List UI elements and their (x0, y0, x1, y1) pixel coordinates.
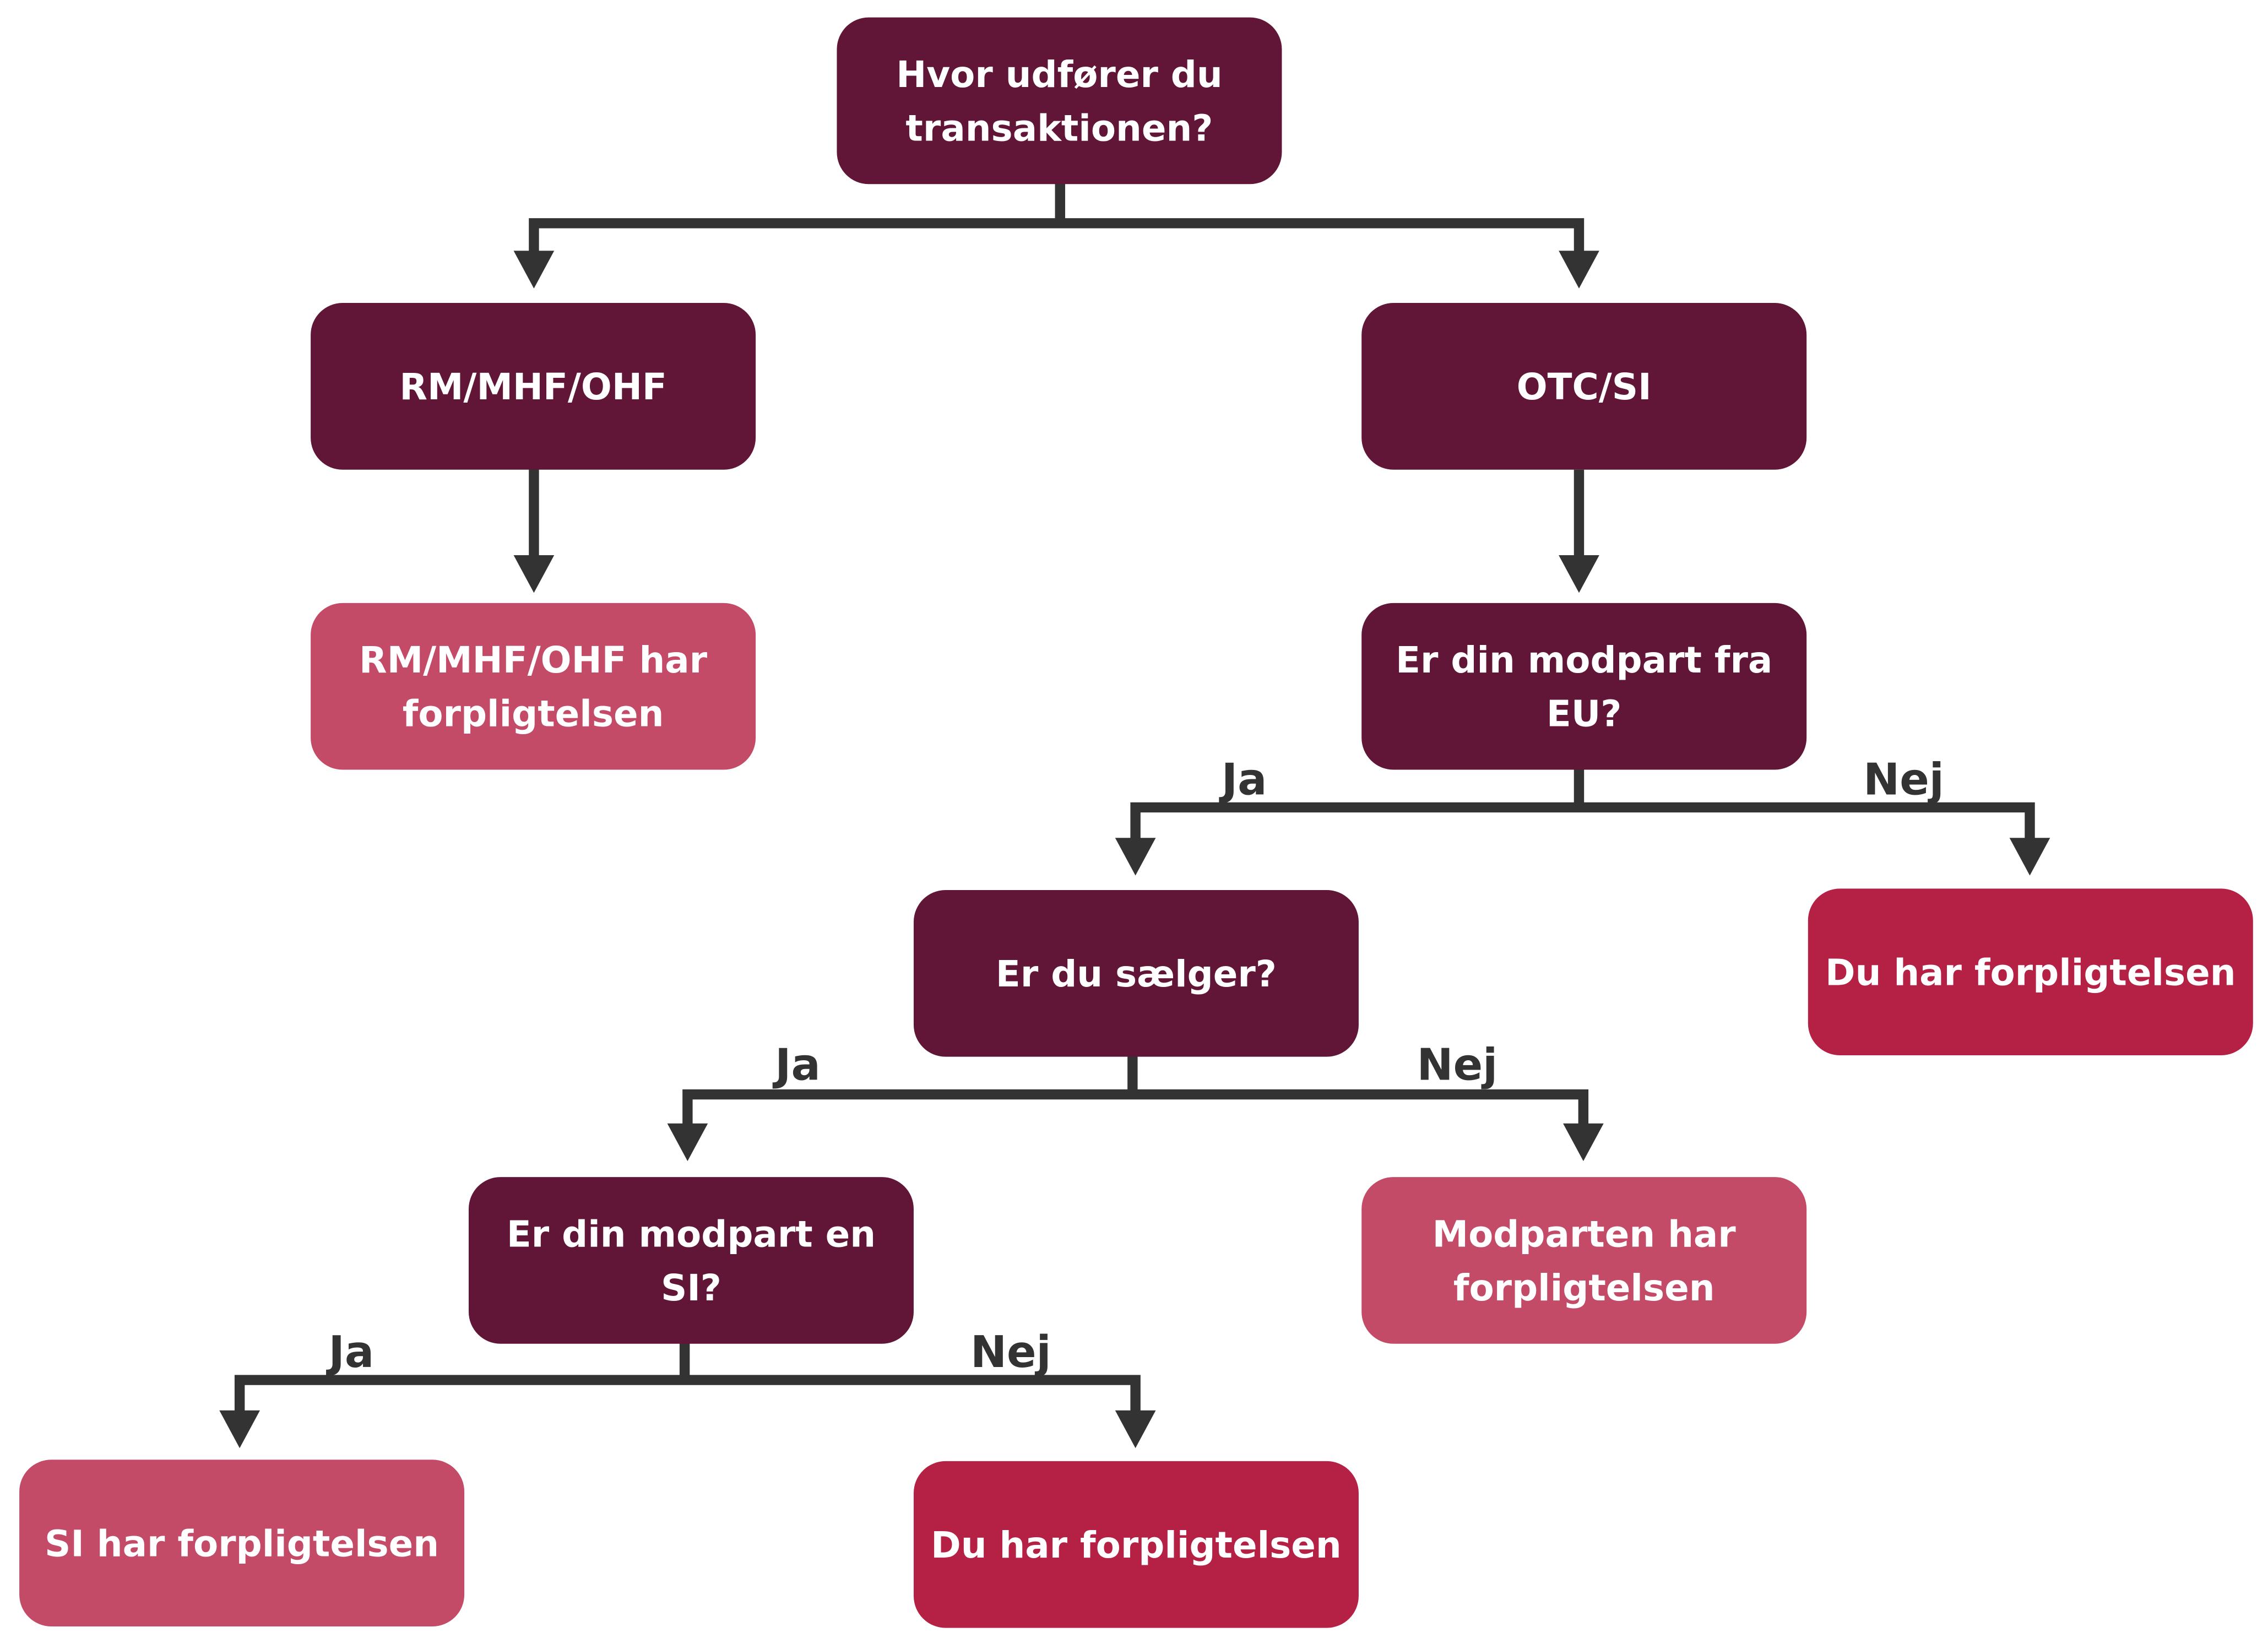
start-split-left-arrow-icon (513, 251, 555, 289)
node-si-yes-result: SI har forpligtelsen (19, 1460, 465, 1626)
node-si: Er din modpart en SI? (468, 1177, 914, 1344)
node-text-line: RM/MHF/OHF (399, 366, 667, 408)
si-split-left-arrow-icon (219, 1410, 260, 1449)
node-eu-no-result: Du har forpligtelsen (1808, 888, 2253, 1055)
node-text-line: Hvor udfører du (896, 53, 1223, 96)
node-start: Hvor udfører du transaktionen? (837, 17, 1282, 185)
node-text-line: Er din modpart en (507, 1213, 876, 1255)
node-text-line: Du har forpligtelsen (931, 1524, 1342, 1566)
eu-split-right-arrow-icon (2009, 838, 2050, 876)
branch-label-eu-yes: Ja (1219, 754, 1267, 805)
node-text-line: EU? (1547, 693, 1622, 735)
node-text-line: Modparten har (1433, 1213, 1737, 1255)
node-text-line: Er din modpart fra (1396, 639, 1772, 681)
seller-split-left-arrow-icon (667, 1123, 708, 1162)
otc-arrow-icon (1559, 555, 1599, 593)
node-text-line: SI? (661, 1267, 721, 1309)
start-split-right-arrow-icon (1559, 251, 1599, 289)
node-rm-result: RM/MHF/OHF har forpligtelsen (311, 603, 756, 770)
branch-label-eu-no: Nej (1863, 754, 1944, 805)
node-box (468, 1177, 914, 1344)
node-box (311, 303, 756, 470)
si-split-right-arrow-icon (1115, 1410, 1156, 1449)
node-seller-no-result: Modparten har forpligtelsen (1361, 1177, 1807, 1344)
branch-labels: Ja Nej Ja Nej Ja Nej (325, 754, 1944, 1377)
node-text-line: OTC/SI (1517, 366, 1652, 408)
seller-split-right-arrow-icon (1563, 1123, 1604, 1162)
node-text-line: SI har forpligtelsen (45, 1522, 439, 1565)
eu-split-connector (1130, 768, 2035, 841)
node-seller: Er du sælger? (913, 889, 1359, 1057)
branch-label-si-yes: Ja (325, 1327, 374, 1377)
seller-split-connector (682, 1055, 1589, 1126)
node-text-line: Er du sælger? (996, 953, 1277, 995)
si-split-connector (234, 1342, 1141, 1414)
node-text-line: Du har forpligtelsen (1825, 951, 2236, 994)
node-box (19, 1460, 465, 1626)
rm-arrow-icon (513, 555, 555, 593)
node-rm: RM/MHF/OHF (311, 303, 756, 470)
node-box (1361, 1177, 1807, 1344)
node-text-line: forpligtelsen (403, 693, 664, 735)
node-box (1808, 888, 2253, 1055)
node-box (837, 17, 1282, 185)
branch-label-si-no: Nej (970, 1327, 1051, 1377)
node-box (311, 603, 756, 770)
node-text-line: transaktionen? (905, 107, 1213, 149)
node-text-line: RM/MHF/OHF har (359, 639, 708, 681)
node-box (913, 889, 1359, 1057)
node-box (1361, 603, 1807, 770)
node-box (913, 1461, 1359, 1628)
eu-split-left-arrow-icon (1115, 838, 1156, 876)
node-box (1361, 303, 1807, 470)
nodes: Hvor udfører du transaktionen? RM/MHF/OHF O… (19, 17, 2253, 1628)
node-text-line: forpligtelsen (1453, 1267, 1715, 1309)
node-si-no-result: Du har forpligtelsen (913, 1461, 1359, 1628)
branch-label-seller-no: Nej (1417, 1040, 1498, 1091)
node-otc: OTC/SI (1361, 303, 1807, 470)
branch-label-seller-yes: Ja (772, 1040, 821, 1091)
connectors (219, 182, 2050, 1449)
start-split-connector (529, 182, 1585, 254)
